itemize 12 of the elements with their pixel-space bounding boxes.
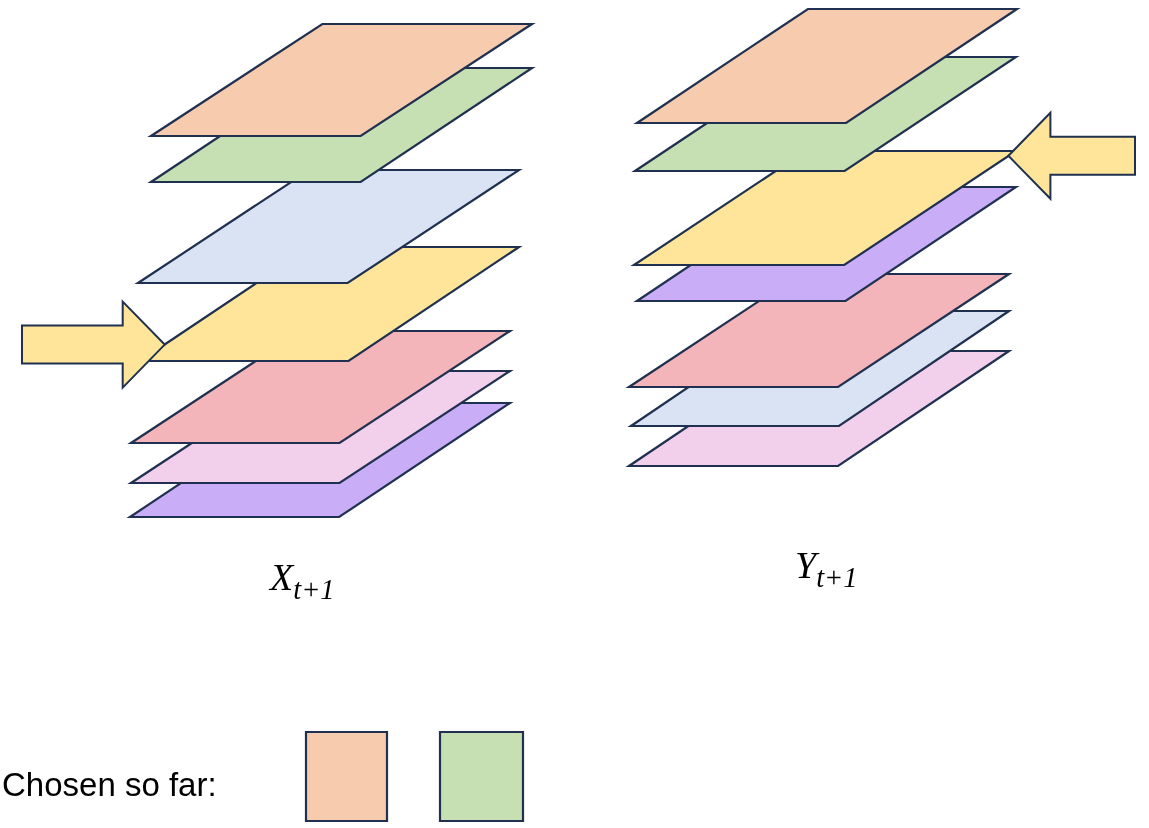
layer-sheet	[636, 8, 1018, 124]
math-label: Y$_{t+1}$	[795, 546, 858, 593]
layer-sheet	[628, 350, 1010, 467]
layer-sheet	[137, 169, 520, 284]
block-arrow	[1007, 110, 1136, 202]
color-swatch	[439, 731, 524, 822]
caption-text: Chosen so far:	[2, 768, 217, 801]
math-label: X$_{t+1}$	[270, 558, 335, 605]
block-arrow	[21, 299, 167, 391]
layer-sheet	[129, 402, 511, 518]
color-swatch	[305, 731, 388, 822]
layer-sheet	[150, 23, 533, 137]
